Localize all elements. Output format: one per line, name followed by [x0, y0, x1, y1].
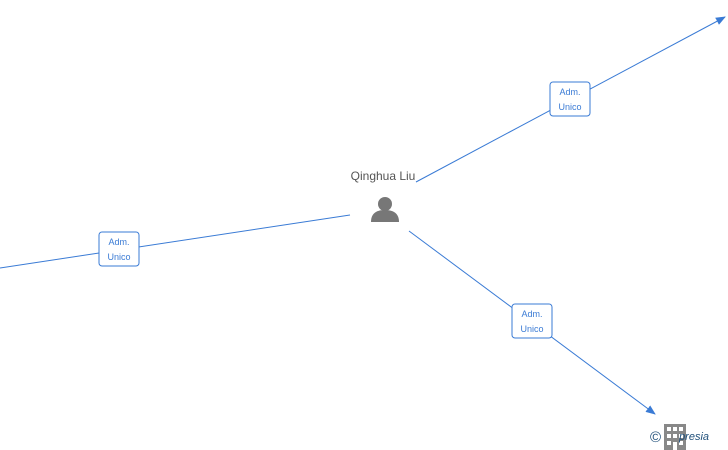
edge-line-left [0, 214, 351, 269]
person-name: Qinghua Liu [351, 169, 416, 183]
edge-label-left[interactable]: Adm. Unico [98, 231, 140, 267]
person-node[interactable]: Qinghua Liu [351, 169, 416, 222]
edge-label-lower-right[interactable]: Adm. Unico [511, 303, 553, 339]
person-icon [371, 197, 399, 222]
edge-label-upper-right-line1: Adm. [559, 87, 580, 97]
edge-label-upper-right[interactable]: Adm. Unico [549, 81, 591, 117]
edge-label-lower-right-line2: Unico [520, 324, 543, 334]
watermark: © presia [650, 424, 728, 450]
brand-text: presia [679, 431, 710, 443]
copyright-symbol: © [650, 428, 662, 446]
edge-label-upper-right-line2: Unico [558, 102, 581, 112]
edge-label-left-line2: Unico [107, 252, 130, 262]
edge-label-left-line1: Adm. [108, 237, 129, 247]
building-icon [664, 424, 687, 450]
edge-label-lower-right-line1: Adm. [521, 309, 542, 319]
